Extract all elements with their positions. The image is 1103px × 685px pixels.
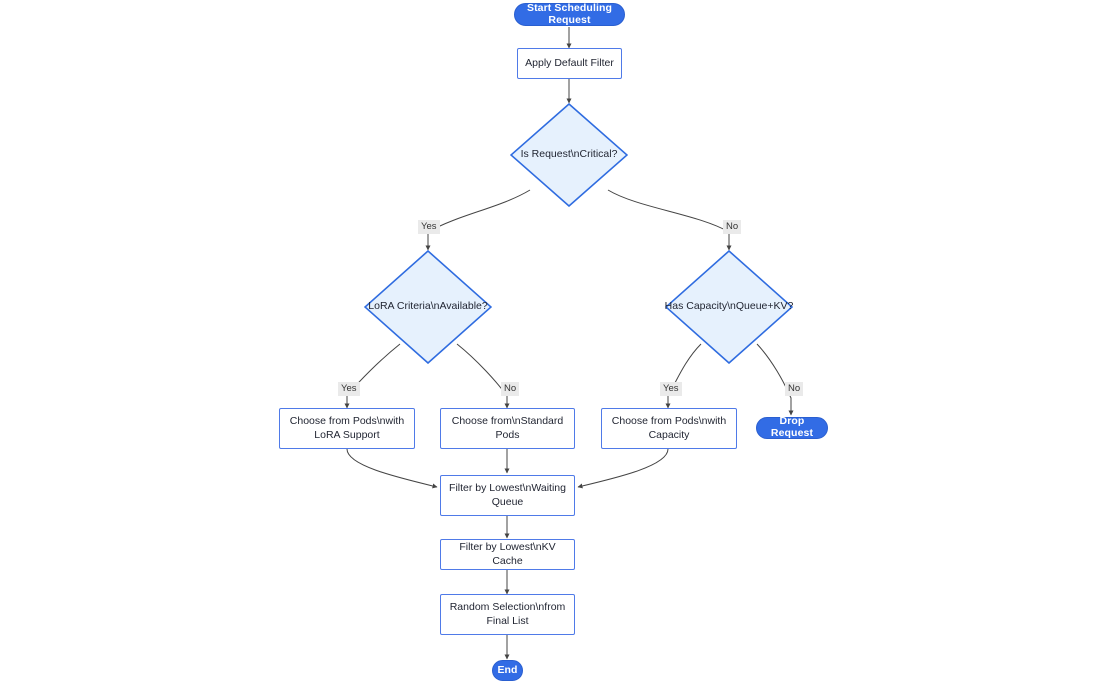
node-start[interactable]: Start Scheduling Request (514, 1, 625, 26)
node-drop-request[interactable]: Drop Request (756, 415, 828, 439)
node-is-request-critical[interactable]: Is Request\nCritical? (510, 103, 628, 207)
node-lora-criteria-available[interactable]: LoRA Criteria\nAvailable? (364, 250, 492, 364)
node-choose-standard-pods-label-line2: Pods (495, 428, 520, 441)
node-filter-kv-cache-label: Filter by Lowest\nKV Cache (459, 541, 556, 567)
node-apply-default-filter-label: Apply Default Filter (525, 56, 614, 69)
node-is-request-critical-label: Is Request\nCritical? (520, 148, 618, 161)
node-choose-lora-pods-label-line2: LoRA Support (314, 428, 380, 441)
decision-diamond-shape (665, 250, 793, 364)
node-has-capacity[interactable]: Has Capacity\nQueue+KV? (665, 250, 793, 364)
node-drop-request-label: Drop Request (770, 415, 814, 439)
node-filter-kv-cache[interactable]: Filter by Lowest\nKV Cache (440, 539, 575, 570)
node-choose-lora-pods-label-line1: Choose from Pods\nwith (289, 415, 405, 428)
node-start-label: Start Scheduling Request (526, 1, 613, 26)
node-choose-lora-pods[interactable]: Choose from Pods\nwith LoRA Support (279, 408, 415, 449)
edge-label-capacity-no: No (785, 382, 804, 396)
node-filter-waiting-queue-label-line2: Queue (491, 495, 524, 508)
decision-diamond-shape (364, 250, 492, 364)
edge-choose-capacity-pods-to-filter-queue (577, 448, 669, 489)
node-end[interactable]: End (492, 660, 523, 681)
edge-choose-lora-pods-to-filter-queue (346, 448, 438, 489)
node-has-capacity-label: Has Capacity\nQueue+KV? (664, 300, 794, 313)
node-end-label: End (497, 663, 518, 676)
node-lora-criteria-available-label: LoRA Criteria\nAvailable? (368, 300, 488, 313)
edge-label-lora-no: No (501, 382, 520, 396)
node-choose-capacity-pods-label-line1: Choose from Pods\nwith (611, 415, 727, 428)
node-random-selection[interactable]: Random Selection\nfrom Final List (440, 594, 575, 635)
node-random-selection-label-line2: Final List (486, 614, 529, 627)
node-choose-capacity-pods[interactable]: Choose from Pods\nwith Capacity (601, 408, 737, 449)
edge-label-lora-yes: Yes (338, 382, 360, 396)
decision-diamond-shape (510, 103, 628, 207)
node-filter-waiting-queue-label-line1: Filter by Lowest\nWaiting (449, 482, 566, 495)
node-apply-default-filter[interactable]: Apply Default Filter (517, 48, 622, 79)
node-choose-standard-pods-label-line1: Choose from\nStandard (451, 415, 564, 428)
edge-label-critical-yes: Yes (418, 220, 440, 234)
edge-label-critical-no: No (723, 220, 742, 234)
edge-label-capacity-yes: Yes (660, 382, 682, 396)
node-choose-standard-pods[interactable]: Choose from\nStandard Pods (440, 408, 575, 449)
node-choose-capacity-pods-label-line2: Capacity (648, 428, 690, 441)
node-random-selection-label-line1: Random Selection\nfrom (449, 601, 566, 614)
node-filter-waiting-queue[interactable]: Filter by Lowest\nWaiting Queue (440, 475, 575, 516)
